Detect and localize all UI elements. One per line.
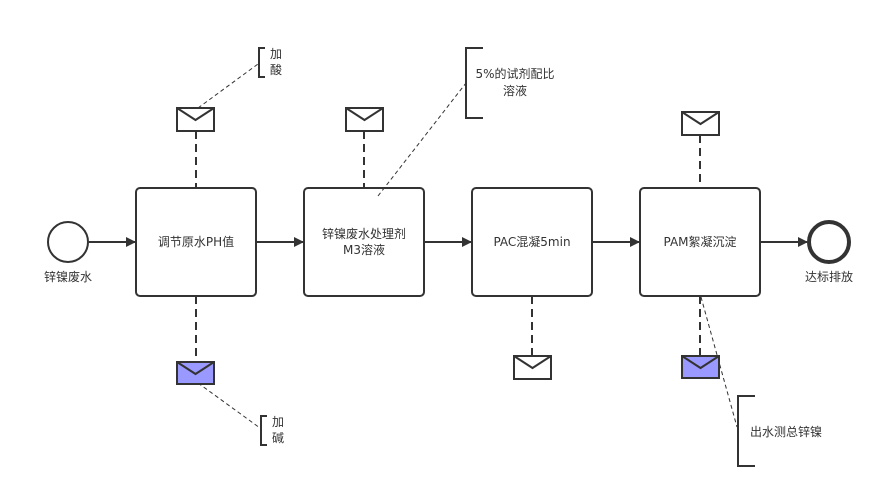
start-event-label: 锌镍废水 xyxy=(43,270,92,284)
end-event-label: 达标排放 xyxy=(804,270,853,284)
annotation-alkali-text: 加 碱 xyxy=(272,415,285,445)
annotation-acid-text: 加 酸 xyxy=(270,47,283,77)
annotation-reagent-text: 5%的试剂配比 溶液 xyxy=(475,67,555,98)
start-event[interactable] xyxy=(47,221,89,263)
envelope-icon[interactable] xyxy=(681,355,720,379)
association-reagent xyxy=(377,82,467,197)
task-2-label: 锌镍废水处理剂 M3溶液 xyxy=(304,188,424,296)
envelope-icon[interactable] xyxy=(345,107,384,132)
envelope-icon[interactable] xyxy=(176,361,215,385)
annotation-bracket-reagent xyxy=(465,47,483,119)
annotation-test-text: 出水测总锌镍 xyxy=(750,425,823,439)
annotation-bracket-alkali xyxy=(260,415,267,446)
annotation-bracket-acid xyxy=(258,47,265,78)
task-3-text: PAC混凝5min xyxy=(493,235,571,249)
task-2-text: 锌镍废水处理剂 M3溶液 xyxy=(321,227,406,257)
task-4-text: PAM絮凝沉淀 xyxy=(663,235,737,249)
envelope-icon[interactable] xyxy=(176,107,215,132)
task-3-label: PAC混凝5min xyxy=(472,188,592,296)
annotation-bracket-test xyxy=(737,395,755,467)
envelope-icon[interactable] xyxy=(681,111,720,136)
task-1-text: 调节原水PH值 xyxy=(157,235,235,249)
task-4-label: PAM絮凝沉淀 xyxy=(640,188,760,296)
association-alkali xyxy=(197,382,261,429)
end-event[interactable] xyxy=(807,220,851,264)
association-acid xyxy=(197,63,259,109)
association-test xyxy=(700,296,738,428)
envelope-icon[interactable] xyxy=(513,355,552,380)
task-1-label: 调节原水PH值 xyxy=(136,188,256,296)
